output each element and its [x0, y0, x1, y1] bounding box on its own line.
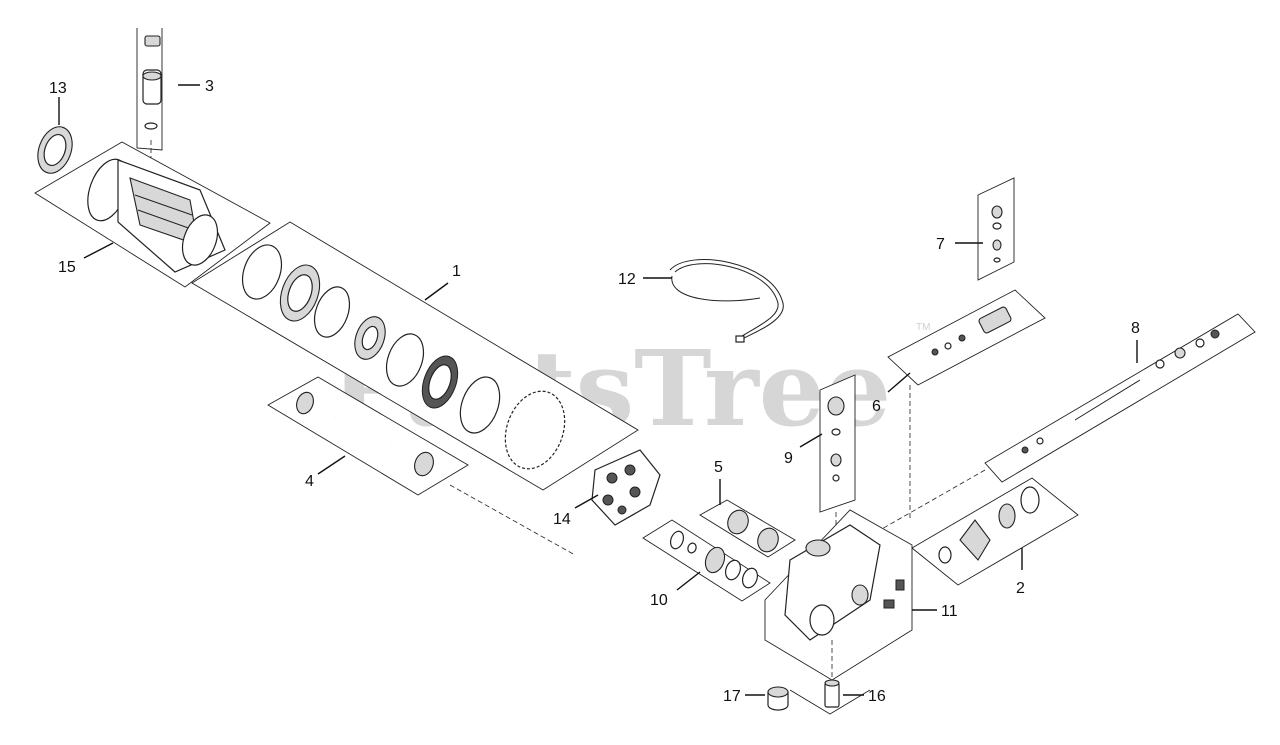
callout-12[interactable]: 12: [618, 271, 636, 288]
callout-5[interactable]: 5: [714, 459, 723, 476]
callout-6[interactable]: 6: [872, 398, 881, 415]
part-5-seal-kit[interactable]: [699, 499, 796, 558]
callout-1[interactable]: 1: [452, 263, 461, 280]
callout-11[interactable]: 11: [941, 603, 958, 620]
leader-lines: [58, 84, 1138, 696]
part-3-assembly[interactable]: [136, 28, 163, 175]
callout-8[interactable]: 8: [1131, 320, 1140, 337]
part-13-oil-seal[interactable]: [32, 122, 78, 178]
callout-9[interactable]: 9: [784, 450, 793, 467]
watermark-trademark: TM: [916, 322, 930, 333]
callout-13[interactable]: 13: [49, 80, 67, 97]
callout-14[interactable]: 14: [553, 511, 571, 528]
callout-10[interactable]: 10: [650, 592, 668, 609]
callout-2[interactable]: 2: [1016, 580, 1025, 597]
part-2-inlet-kit[interactable]: [911, 477, 1079, 586]
callout-17[interactable]: 17: [723, 688, 741, 705]
part-17-plug[interactable]: [767, 686, 789, 711]
part-6-unloader[interactable]: [887, 289, 1046, 520]
callout-16[interactable]: 16: [868, 688, 886, 705]
part-4-plunger-kit[interactable]: [267, 376, 576, 556]
callout-15[interactable]: 15: [58, 259, 76, 276]
part-8-valve-rod-kit[interactable]: [879, 313, 1256, 531]
part-9-check-valve-kit[interactable]: [819, 374, 856, 530]
part-7-valve-kit[interactable]: [977, 177, 1015, 281]
part-14-valve-plate[interactable]: [591, 449, 661, 526]
callout-labels: 13 3 15 1 4 14 12 7 8 6 9 5 10 2 11 17 1…: [49, 78, 1140, 705]
callout-7[interactable]: 7: [936, 236, 945, 253]
part-15-crankcase[interactable]: [34, 141, 271, 288]
callout-4[interactable]: 4: [305, 473, 314, 490]
part-10-packing-kit[interactable]: [642, 519, 771, 602]
part-16-fitting[interactable]: [789, 679, 871, 715]
part-11-manifold[interactable]: [764, 509, 913, 690]
part-12-hose[interactable]: [669, 259, 784, 343]
callout-3[interactable]: 3: [205, 78, 214, 95]
part-1-seal-kit[interactable]: [191, 221, 639, 491]
